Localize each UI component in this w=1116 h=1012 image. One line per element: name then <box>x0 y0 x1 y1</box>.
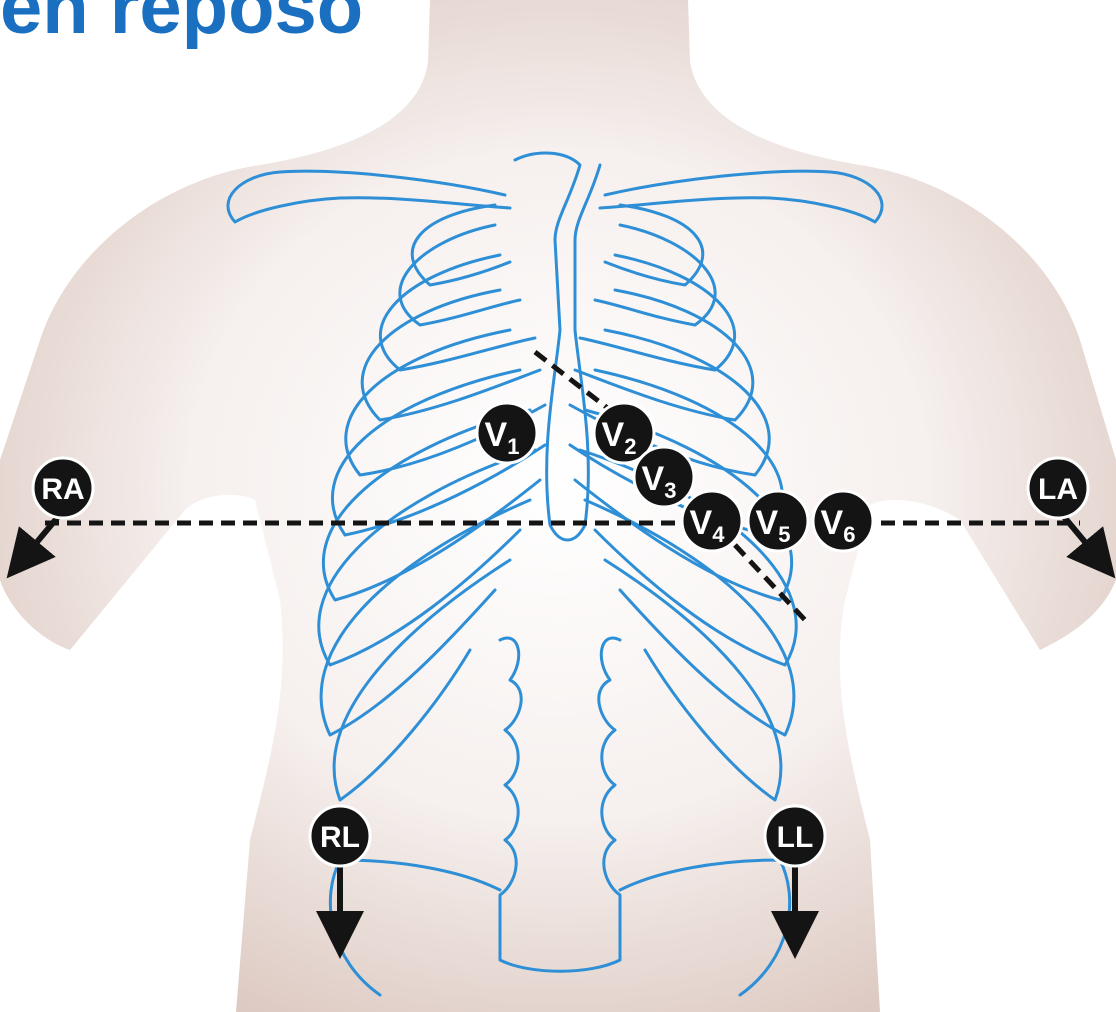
electrode-la-label: LA <box>1038 473 1078 506</box>
electrode-ll: LL <box>765 806 825 866</box>
electrode-v1: V1 <box>477 403 537 463</box>
electrode-rl: RL <box>310 806 370 866</box>
electrode-ll-label: LL <box>777 821 814 854</box>
electrode-ra-label: RA <box>41 473 84 506</box>
electrode-la: LA <box>1028 458 1088 518</box>
electrode-v3: V3 <box>634 447 694 507</box>
electrode-v4: V4 <box>682 491 742 551</box>
electrode-ra: RA <box>33 458 93 518</box>
electrode-rl-label: RL <box>320 821 360 854</box>
electrode-v6: V6 <box>813 491 873 551</box>
electrode-v5: V5 <box>748 491 808 551</box>
